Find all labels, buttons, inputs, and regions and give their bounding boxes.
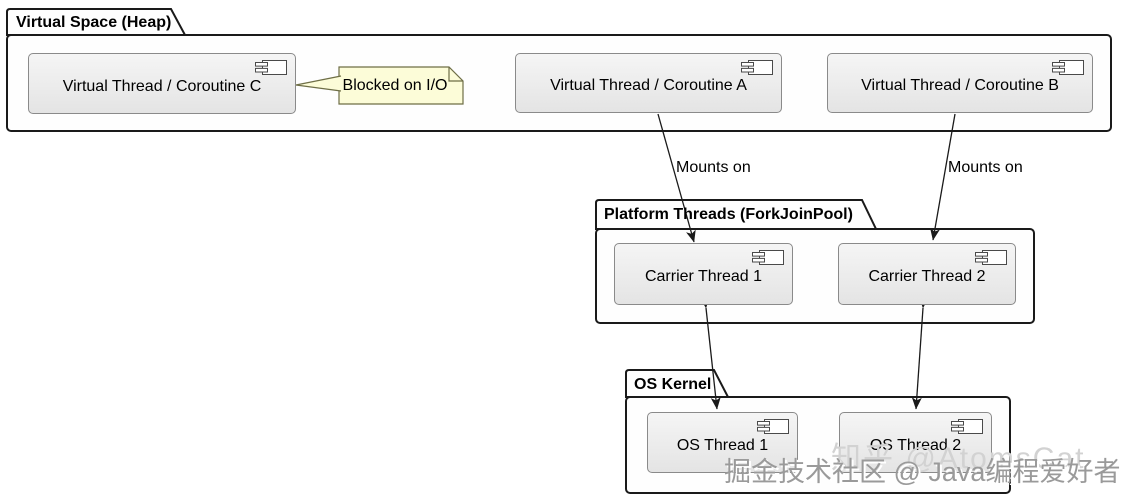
component-icon xyxy=(1052,60,1084,75)
component-label: OS Thread 1 xyxy=(676,436,769,454)
package-title-os-kernel: OS Kernel xyxy=(634,376,712,393)
component-label: Carrier Thread 1 xyxy=(644,268,763,285)
edge-b-to-carrier2 xyxy=(930,113,956,241)
component-virtual-thread-b: Virtual Thread / Coroutine B xyxy=(827,53,1093,113)
component-carrier-thread-1: Carrier Thread 1 xyxy=(614,243,793,305)
package-title-virtual-space: Virtual Space (Heap) xyxy=(16,14,172,31)
component-icon xyxy=(951,419,983,434)
component-icon xyxy=(975,250,1007,265)
edge-carrier2-os2 xyxy=(911,296,929,410)
edge-label-mounts-on-b: Mounts on xyxy=(948,159,1023,176)
component-carrier-thread-2: Carrier Thread 2 xyxy=(838,243,1016,305)
package-title-platform-threads: Platform Threads (ForkJoinPool) xyxy=(604,206,853,223)
component-icon xyxy=(752,250,784,265)
component-label: Virtual Thread / Coroutine C xyxy=(62,77,262,95)
component-label: Virtual Thread / Coroutine A xyxy=(550,77,747,94)
watermark-zhihu: 知乎 @AtomsCat xyxy=(831,442,1086,475)
note-blocked-on-io: Blocked on I/O xyxy=(342,76,448,94)
component-virtual-thread-c: Virtual Thread / Coroutine C xyxy=(28,53,296,114)
component-icon xyxy=(741,60,773,75)
edge-a-to-carrier1 xyxy=(657,113,696,243)
component-icon xyxy=(255,60,287,75)
component-label: OS Thread 2 xyxy=(869,436,962,454)
component-icon xyxy=(757,419,789,434)
component-virtual-thread-a: Virtual Thread / Coroutine A xyxy=(515,53,782,113)
component-label: Virtual Thread / Coroutine B xyxy=(861,77,1059,94)
component-label: Carrier Thread 2 xyxy=(868,268,986,285)
component-os-thread-2: OS Thread 2 xyxy=(839,412,992,473)
component-os-thread-1: OS Thread 1 xyxy=(647,412,798,473)
note-blocked-on-io-shape xyxy=(295,66,464,105)
edge-label-mounts-on-a: Mounts on xyxy=(676,159,751,176)
edge-carrier1-os1 xyxy=(699,296,721,410)
watermark-juejin: 掘金技术社区 @ Java编程爱好者 xyxy=(724,457,1121,487)
